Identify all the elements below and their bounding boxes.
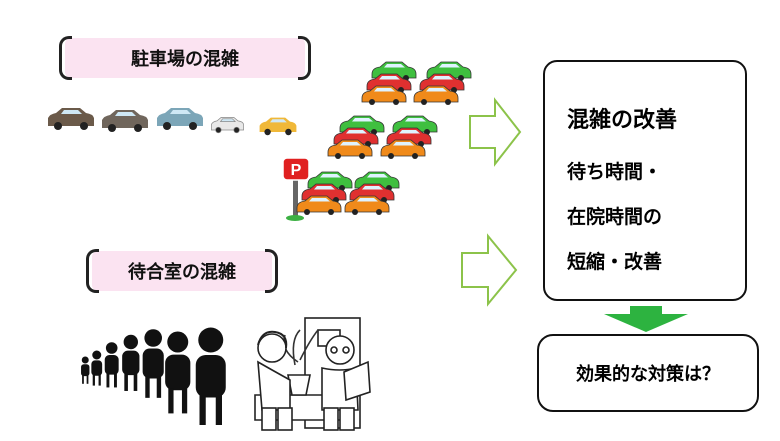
effective-measures-question-box: 効果的な対策は？ bbox=[537, 334, 759, 412]
result-line: 待ち時間・ bbox=[567, 161, 663, 183]
right-arrow-icon bbox=[469, 97, 522, 167]
car-cluster bbox=[344, 171, 400, 216]
parking-sign-letter: P bbox=[291, 162, 302, 179]
waiting-room-congestion-label: 待合室の混雑 bbox=[86, 249, 278, 293]
result-line: 短縮・改善 bbox=[567, 251, 663, 273]
improvement-result-box: 混雑の改善 待ち時間・ 在院時間の 短縮・改善 bbox=[543, 60, 747, 301]
car-icon bbox=[211, 117, 244, 134]
parking-congestion-text: 駐車場の混雑 bbox=[131, 49, 239, 70]
car-cluster bbox=[413, 61, 472, 106]
result-title: 混雑の改善 bbox=[567, 108, 678, 133]
car-icon bbox=[48, 108, 94, 130]
left-bracket bbox=[86, 249, 99, 293]
car-icon bbox=[157, 108, 203, 130]
parking-sign-icon: P bbox=[282, 157, 310, 221]
result-line: 在院時間の bbox=[567, 206, 663, 228]
car-icon bbox=[259, 117, 297, 136]
people-queue-icon bbox=[81, 327, 226, 425]
right-arrow-icon bbox=[461, 233, 518, 307]
parking-congestion-label: 駐車場の混雑 bbox=[59, 36, 311, 80]
left-bracket bbox=[59, 36, 72, 80]
waiting-patients-icon bbox=[254, 317, 371, 431]
car-cluster bbox=[327, 115, 385, 160]
car-icon bbox=[102, 110, 148, 132]
waiting-room-congestion-text: 待合室の混雑 bbox=[128, 262, 236, 283]
down-arrow-icon bbox=[604, 306, 688, 332]
right-bracket bbox=[298, 36, 311, 80]
question-text: 効果的な対策は？ bbox=[576, 364, 720, 385]
right-bracket bbox=[265, 249, 278, 293]
car-cluster bbox=[361, 61, 417, 106]
car-cluster bbox=[380, 115, 438, 160]
